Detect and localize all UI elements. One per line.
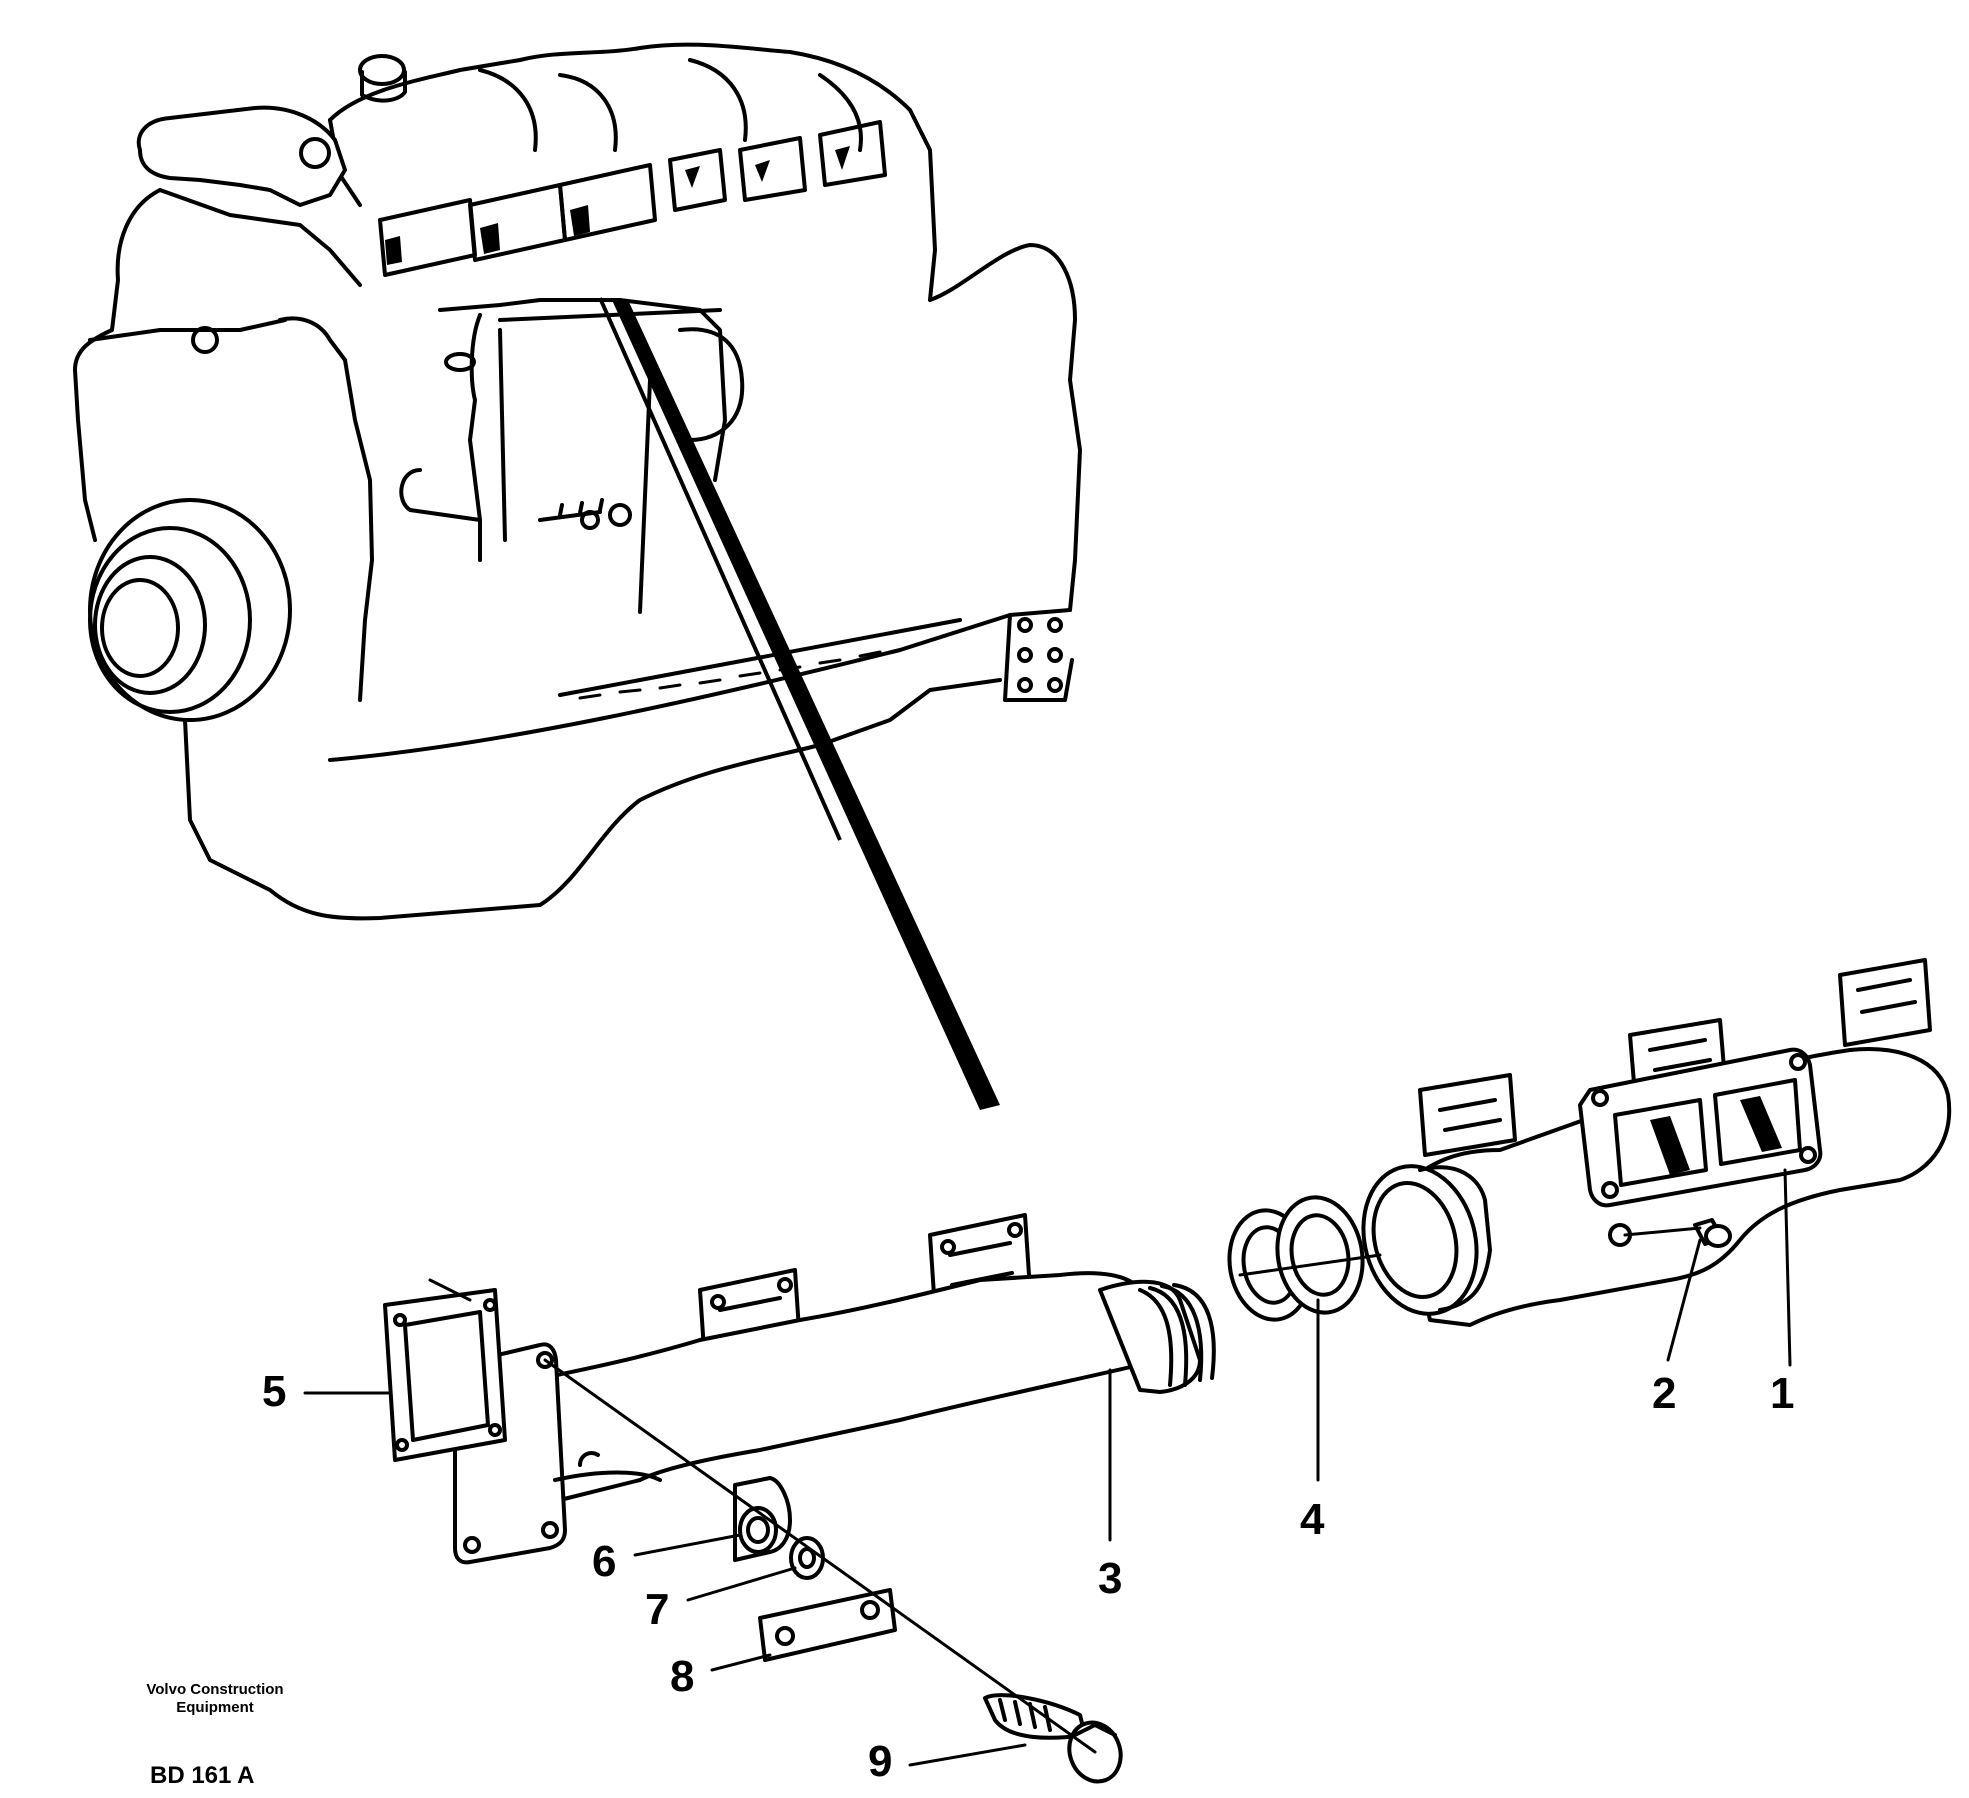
washer bbox=[789, 1536, 825, 1580]
callout-6: 6 bbox=[592, 1537, 617, 1586]
callout-1: 1 bbox=[1770, 1369, 1795, 1418]
brand-line-2: Equipment bbox=[176, 1699, 254, 1716]
callout-7: 7 bbox=[645, 1585, 670, 1634]
callout-leaders bbox=[303, 1168, 1792, 1767]
callout-9: 9 bbox=[868, 1737, 893, 1786]
engine-illustration bbox=[73, 42, 1082, 921]
leader-6 bbox=[633, 1533, 742, 1557]
leader-9 bbox=[908, 1743, 1027, 1767]
callout-3: 3 bbox=[1098, 1554, 1123, 1603]
lock-plate bbox=[758, 1588, 897, 1662]
callout-2: 2 bbox=[1652, 1369, 1677, 1418]
brand-label: Volvo Construction Equipment bbox=[110, 1681, 320, 1717]
bolt bbox=[983, 1693, 1123, 1784]
callout-4: 4 bbox=[1300, 1495, 1325, 1544]
manifold-front-section bbox=[453, 1213, 1216, 1565]
leader-1 bbox=[1783, 1168, 1792, 1367]
drawing-code: BD 161 A bbox=[150, 1762, 255, 1789]
callout-5: 5 bbox=[262, 1367, 287, 1416]
leader-8 bbox=[710, 1653, 772, 1672]
manifold-rear-section bbox=[1361, 958, 1952, 1327]
detail-leader bbox=[598, 297, 1000, 1110]
brand-line-1: Volvo Construction bbox=[146, 1681, 284, 1698]
gasket bbox=[383, 1278, 507, 1462]
spacer-sleeve bbox=[733, 1476, 792, 1562]
callout-8: 8 bbox=[670, 1652, 695, 1701]
small-bolt bbox=[1693, 1218, 1732, 1248]
leader-7 bbox=[686, 1566, 797, 1602]
leader-2 bbox=[1666, 1238, 1702, 1362]
seal-rings bbox=[1227, 1195, 1365, 1322]
